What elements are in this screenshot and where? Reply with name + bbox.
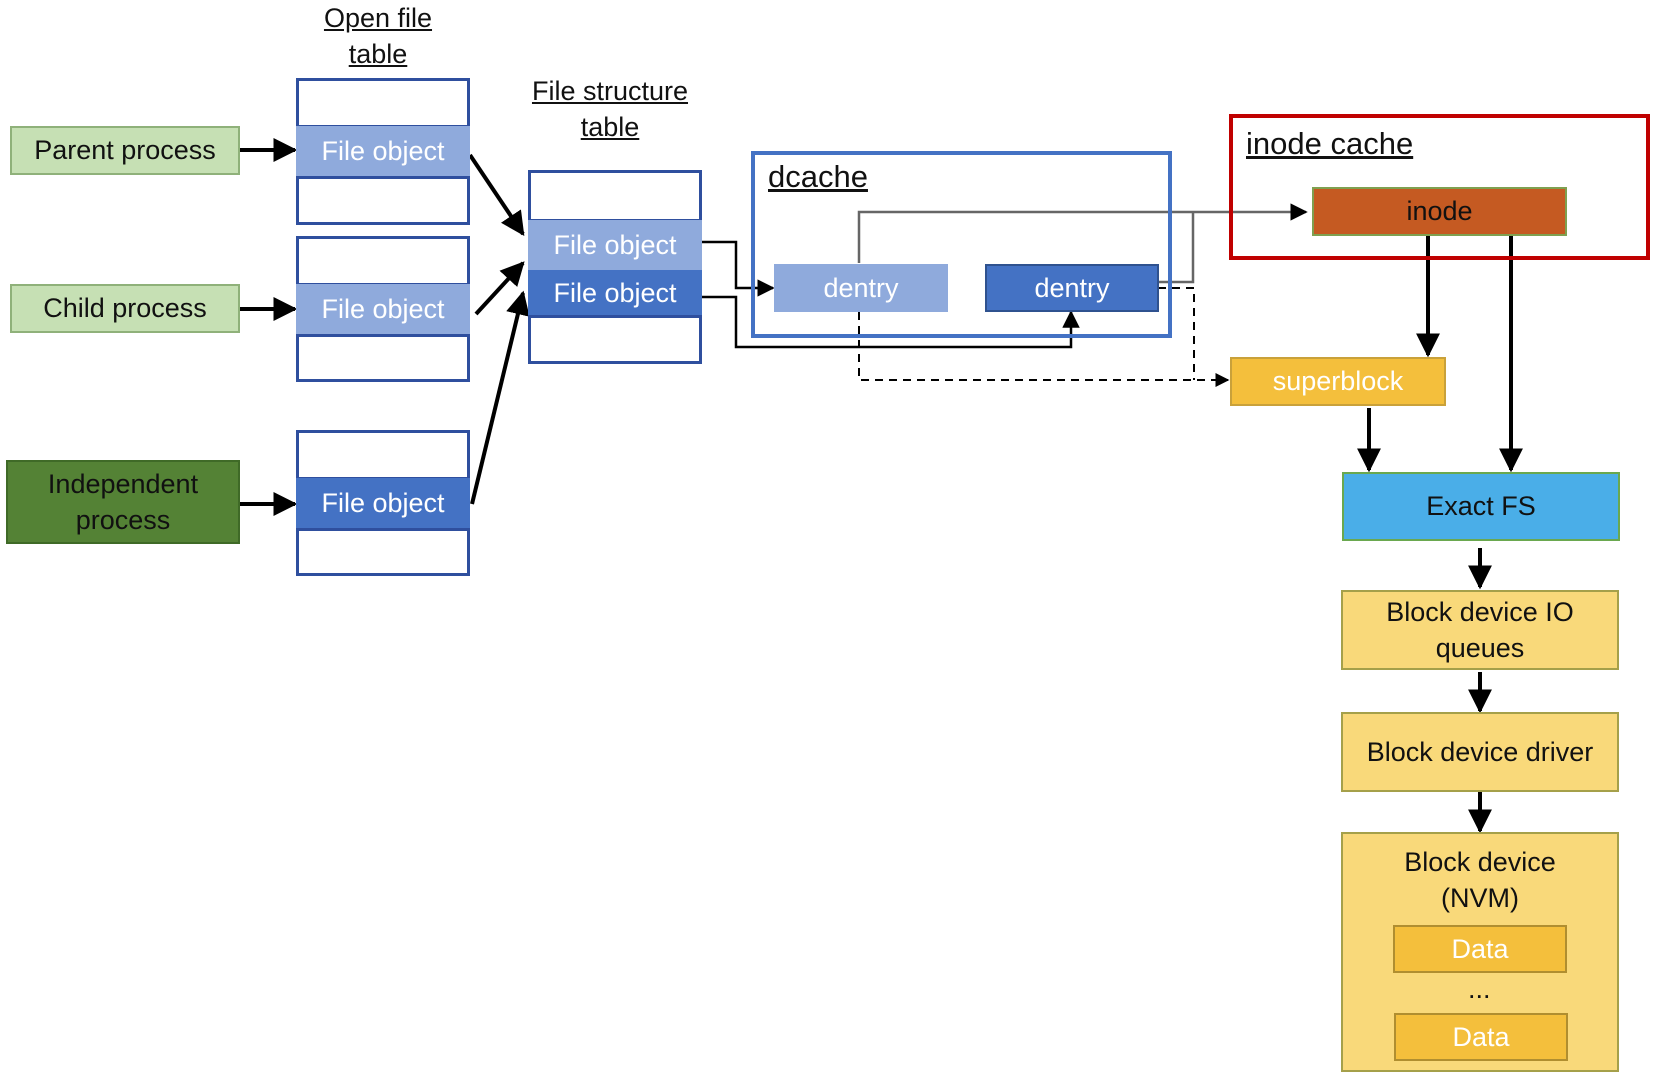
- block-device-io-queues-box: Block device IO queues: [1341, 590, 1619, 670]
- dashed-dentry-2-to-superblock: [1158, 287, 1195, 380]
- child-file-object: File object: [296, 284, 470, 335]
- open-file-table-header: Open file table: [323, 3, 433, 70]
- independent-file-object: File object: [296, 478, 470, 529]
- dcache-frame: [751, 151, 1172, 338]
- shared-file-object: File object: [528, 220, 702, 270]
- arrow-dentry-1-to-inode: [857, 203, 1308, 263]
- open-file-table-slot: [296, 430, 470, 480]
- dentry-independent: dentry: [985, 264, 1159, 312]
- arrow-parent-fo-to-fst: [468, 153, 525, 236]
- parent-file-object: File object: [296, 126, 470, 177]
- open-file-table-slot: [296, 528, 470, 576]
- child-process-box: Child process: [10, 284, 240, 333]
- data-block-1: Data: [1393, 925, 1567, 973]
- independent-structure-file-object: File object: [528, 270, 702, 317]
- arrow-child-fo-to-fst: [474, 261, 525, 316]
- block-device-driver-box: Block device driver: [1341, 712, 1619, 792]
- exact-fs-box: Exact FS: [1342, 472, 1620, 541]
- arrow-independent-fo-to-fst: [470, 290, 530, 505]
- parent-process-box: Parent process: [10, 126, 240, 175]
- open-file-table-slot: [296, 176, 470, 225]
- dentry-shared: dentry: [774, 264, 948, 312]
- file-structure-table-slot: [528, 315, 702, 364]
- file-structure-table-slot: [528, 170, 702, 222]
- open-file-table-slot: [296, 334, 470, 382]
- dashed-dentry-1-to-superblock: [858, 312, 1230, 387]
- dcache-title: dcache: [768, 159, 868, 194]
- data-ellipsis: ...: [1468, 974, 1491, 1004]
- superblock-box: superblock: [1230, 357, 1446, 406]
- inode-box: inode: [1312, 187, 1567, 236]
- data-block-2: Data: [1394, 1013, 1568, 1061]
- open-file-table-slot: [296, 236, 470, 286]
- file-structure-table-header: File structure table: [531, 76, 689, 143]
- independent-process-box: Independent process: [6, 460, 240, 544]
- inode-cache-frame: [1229, 114, 1650, 260]
- inode-cache-title: inode cache: [1246, 126, 1414, 161]
- open-file-table-slot: [296, 78, 470, 128]
- block-device-title: Block device (NVM): [1404, 847, 1556, 914]
